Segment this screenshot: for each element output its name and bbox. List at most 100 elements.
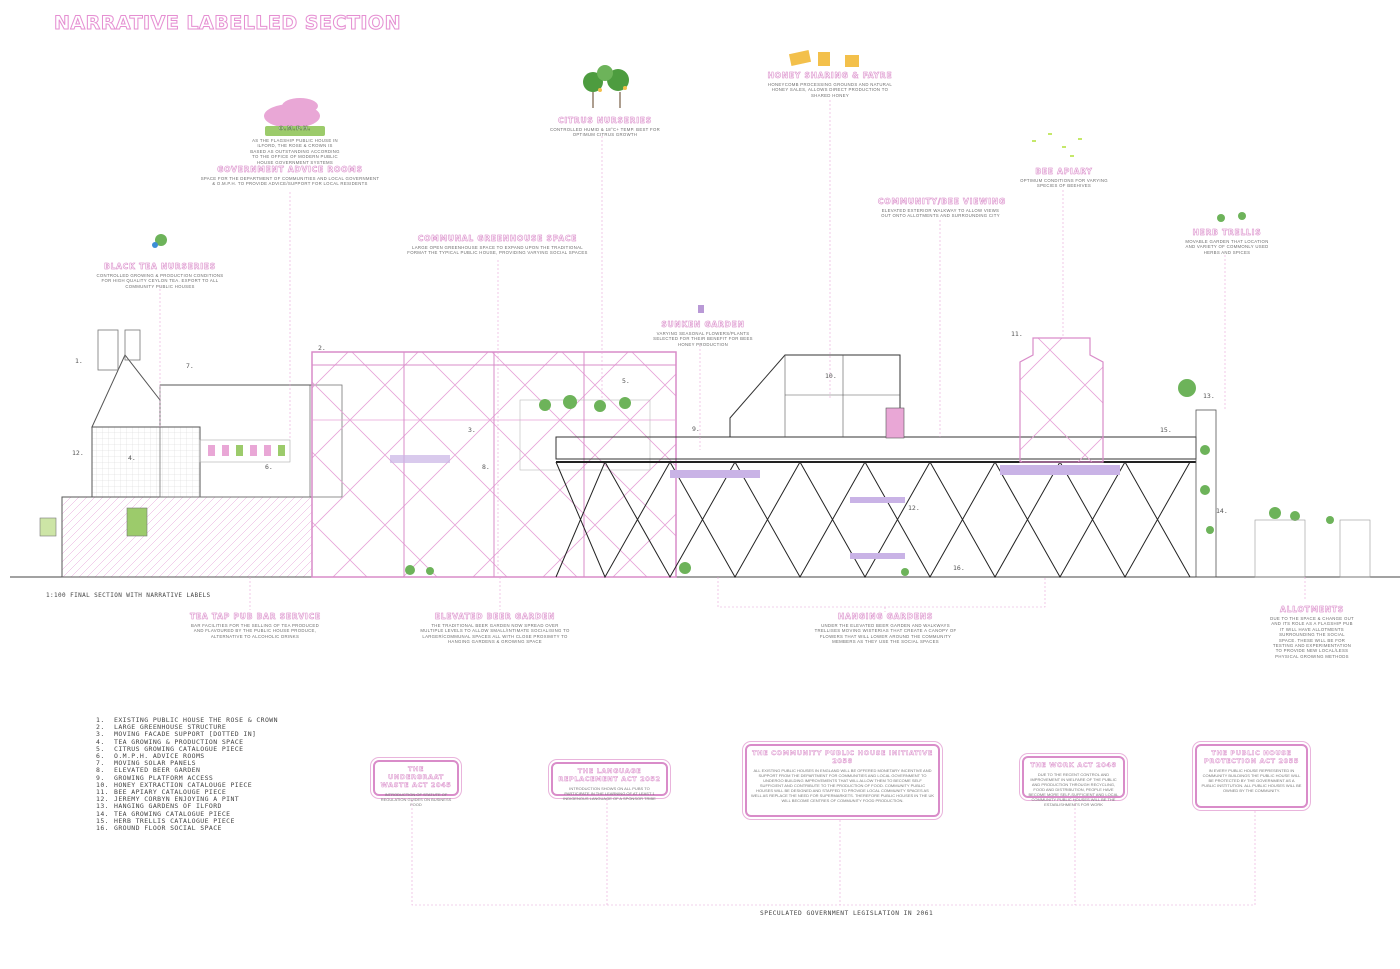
legend-item: 4.TEA GROWING & PRODUCTION SPACE (96, 737, 244, 746)
label-hanging-gardens-title: HANGING GARDENS (837, 612, 934, 622)
act-box-work: THE WORK ACT 2048 DUE TO THE RECENT CONT… (1022, 756, 1125, 807)
label-honey-title: HONEY SHARING & FAYRE (767, 71, 893, 81)
marker-6: 6. (265, 463, 273, 471)
label-hanging-gardens-desc: UNDER THE ELEVATED BEER GARDEN AND WALKW… (814, 623, 957, 645)
legend-item: 8.ELEVATED BEER GARDEN (96, 766, 201, 775)
tea-nursery-icon (152, 234, 167, 248)
act-desc: INTRODUCTION SHOWS ON ALL PUBS TO PARTIC… (563, 786, 656, 801)
marker-16: 16. (953, 564, 965, 572)
bees-icon (1032, 133, 1082, 157)
act-desc: IN EVERY PUBLIC HOUSE REPRESENTED IN COM… (1201, 768, 1302, 793)
label-gov-advice-title: GOVERNMENT ADVICE ROOMS (217, 165, 363, 175)
marker-15: 15. (1160, 426, 1172, 434)
marker-11: 11. (1011, 330, 1023, 338)
marker-8: 8. (482, 463, 490, 471)
legend-item: 15.HERB TRELLIS CATALOGUE PIECE (96, 816, 235, 825)
marker-3: 3. (468, 426, 476, 434)
act-title: THE UNDERGRAAT WASTE ACT 2045 (380, 765, 452, 789)
honey-pavilion (729, 354, 905, 439)
legend-item: 7.MOVING SOLAR PANELS (96, 759, 196, 768)
honey-jar-icon (788, 50, 859, 67)
label-gov-advice: GOVERNMENT ADVICE ROOMS SPACE FOR THE DE… (200, 165, 380, 187)
marker-1: 1. (75, 357, 83, 365)
act-box-waste: THE UNDERGRAAT WASTE ACT 2045 INTRODUCTI… (373, 760, 459, 807)
marker-12: 12. (72, 449, 84, 457)
legend-item: 3.MOVING FACADE SUPPORT [DOTTED IN] (96, 730, 257, 739)
omph-badge: O.M.P.H. (278, 126, 312, 133)
herb-trellis (679, 379, 1371, 578)
large-greenhouse (311, 351, 677, 578)
leader-lines (159, 100, 1306, 906)
label-honey-desc: HONEYCOMB PROCESSING GROUNDS AND NATURAL… (767, 82, 893, 98)
omph-cloud-icon (264, 98, 325, 136)
act-desc: INTRODUCTION OF STATUTE OF REGULATION GU… (380, 792, 452, 807)
label-bee-apiary: BEE APIARY OPTIMUM CONDITIONS FOR VARYIN… (1020, 167, 1108, 189)
herb-sprig-icon (1217, 212, 1246, 222)
label-elevated-beer-desc: THE TRADITIONAL BEER GARDEN NOW SPREAD O… (420, 623, 570, 645)
legend-item: 13.HANGING GARDENS OF ILFORD (96, 802, 222, 811)
scale-caption: 1:100 FINAL SECTION WITH NARRATIVE LABEL… (46, 592, 211, 599)
label-community-viewing-desc: ELEVATED EXTERIOR WALKWAY TO ALLOW VIEWS… (881, 208, 1000, 219)
label-elevated-beer-title: ELEVATED BEER GARDEN (434, 612, 556, 622)
label-black-tea: BLACK TEA NURSERIES CONTROLLED GROWING &… (95, 262, 225, 289)
label-community-viewing-title: COMMUNITY/BEE VIEWING (878, 197, 1006, 207)
marker-10: 10. (825, 372, 837, 380)
sunken-garden-icon (698, 305, 704, 313)
label-allotments-title: ALLOTMENTS (1280, 605, 1344, 615)
legislation-caption: SPECULATED GOVERNMENT LEGISLATION IN 206… (760, 910, 934, 917)
act-title: THE PUBLIC HOUSE PROTECTION ACT 2055 (1203, 749, 1299, 765)
page-title: NARRATIVE LABELLED SECTION (54, 12, 401, 35)
label-communal-greenhouse: COMMUNAL GREENHOUSE SPACE LARGE OPEN GRE… (405, 234, 590, 256)
label-elevated-beer: ELEVATED BEER GARDEN THE TRADITIONAL BEE… (420, 612, 570, 645)
label-allotments: ALLOTMENTS DUE TO THE SPACE & CHANGE OUT… (1270, 605, 1354, 659)
act-box-community: THE COMMUNITY PUBLIC HOUSE INITIATIVE 20… (745, 744, 940, 817)
legend-item: 12.JEREMY CORBYN ENJOYING A PINT (96, 795, 240, 804)
legend-item: 6.O.M.P.H. ADVICE ROOMS (96, 752, 205, 761)
label-herb-trellis-title: HERB TRELLIS (1192, 228, 1262, 238)
label-gov-advice-desc: SPACE FOR THE DEPARTMENT OF COMMUNITIES … (200, 176, 380, 187)
label-citrus-title: CITRUS NURSERIES (558, 116, 652, 126)
marker-12b: 12. (908, 504, 920, 512)
legend-item: 2.LARGE GREENHOUSE STRUCTURE (96, 723, 227, 732)
legend-item: 14.TEA GROWING CATALOGUE PIECE (96, 809, 231, 818)
legend-item: 10.HONEY EXTRACTION CATALOUGE PIECE (96, 780, 253, 789)
label-herb-trellis-desc: MOVABLE GARDEN THAT LOCATION AND VARIETY… (1185, 239, 1269, 255)
marker-5: 5. (622, 377, 630, 385)
label-tea-tap: TEA TAP PUB BAR SERVICE BAR FACILITIES F… (190, 612, 321, 639)
act-desc: DUE TO THE RECENT CONTROL AND IMPROVEMEN… (1028, 772, 1119, 807)
legend-item: 11.BEE APIARY CATALOUGE PIECE (96, 788, 227, 797)
label-bee-apiary-desc: OPTIMUM CONDITIONS FOR VARYING SPECIES O… (1020, 178, 1108, 189)
act-desc: ALL EXISTING PUBLIC HOUSES IN ENGLAND WI… (751, 768, 935, 803)
legend-item: 1.EXISTING PUBLIC HOUSE THE ROSE & CROWN (96, 716, 278, 724)
legend-list: 1.EXISTING PUBLIC HOUSE THE ROSE & CROWN… (96, 716, 278, 832)
act-title: THE WORK ACT 2048 (1030, 761, 1117, 769)
label-omph: O.M.P.H. AS THE FLAGSHIP PUBLIC HOUSE IN… (250, 126, 340, 165)
marker-7: 7. (186, 362, 194, 370)
label-community-viewing: COMMUNITY/BEE VIEWING ELEVATED EXTERIOR … (878, 197, 1006, 219)
act-box-protection: THE PUBLIC HOUSE PROTECTION ACT 2055 IN … (1195, 744, 1308, 808)
label-honey: HONEY SHARING & FAYRE HONEYCOMB PROCESSI… (765, 71, 895, 98)
citrus-tree-icon (583, 65, 629, 108)
label-citrus-desc: CONTROLLED HUMID & 18°C+ TEMP. BEST FOR … (549, 127, 660, 138)
label-hanging-gardens: HANGING GARDENS UNDER THE ELEVATED BEER … (808, 612, 963, 645)
bee-apiary-tower (1019, 337, 1104, 463)
label-citrus: CITRUS NURSERIES CONTROLLED HUMID & 18°C… (545, 116, 665, 138)
label-herb-trellis: HERB TRELLIS MOVABLE GARDEN THAT LOCATIO… (1182, 228, 1272, 255)
label-allotments-desc: DUE TO THE SPACE & CHANGE OUT AND ITS RO… (1270, 616, 1354, 659)
marker-9: 9. (692, 425, 700, 433)
act-box-language: THE LANGUAGE REPLACEMENT ACT 2052 INTROD… (551, 762, 668, 801)
label-black-tea-desc: CONTROLLED GROWING & PRODUCTION CONDITIO… (96, 273, 224, 289)
legend-item: 5.CITRUS GROWING CATALOGUE PIECE (96, 744, 244, 753)
label-bee-apiary-title: BEE APIARY (1035, 167, 1093, 177)
label-tea-tap-desc: BAR FACILITIES FOR THE SELLING OF TEA PR… (190, 623, 319, 639)
label-communal-greenhouse-desc: LARGE OPEN GREENHOUSE SPACE TO EXPAND UP… (407, 245, 588, 256)
marker-13: 13. (1203, 392, 1215, 400)
act-title: THE LANGUAGE REPLACEMENT ACT 2052 (558, 767, 661, 783)
marker-4: 4. (128, 454, 136, 462)
label-sunken-garden-title: SUNKEN GARDEN (661, 320, 745, 330)
legend-item: 9.GROWING PLATFORM ACCESS (96, 773, 214, 782)
label-omph-desc: AS THE FLAGSHIP PUBLIC HOUSE IN ILFORD, … (250, 138, 340, 165)
label-communal-greenhouse-title: COMMUNAL GREENHOUSE SPACE (417, 234, 578, 244)
label-sunken-garden-desc: VARYING SEASONAL FLOWERS/PLANTS SELECTED… (653, 331, 753, 347)
